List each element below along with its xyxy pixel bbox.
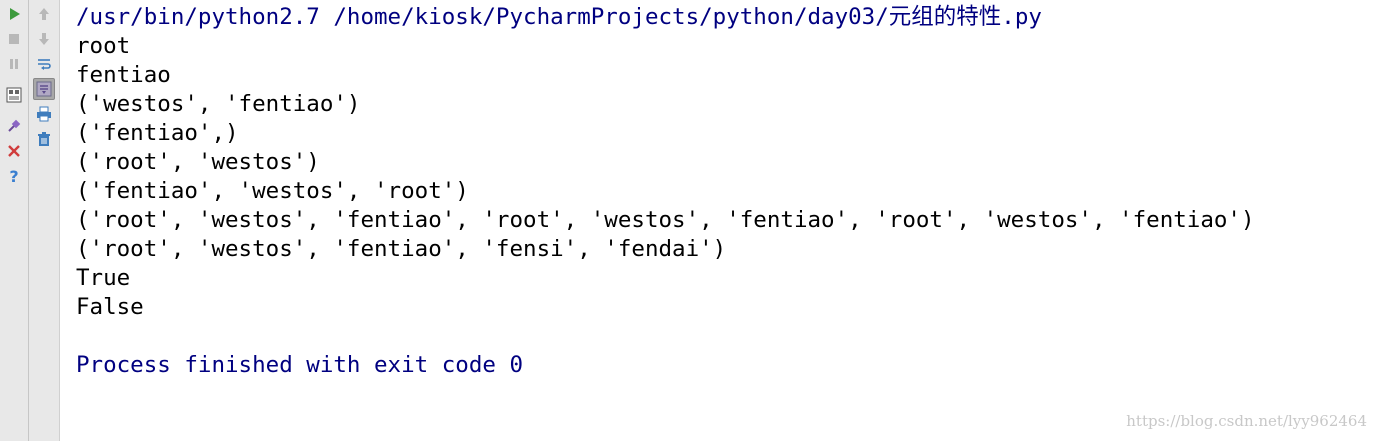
console-output-line: ('root', 'westos'): [76, 149, 320, 175]
console-output-line: ('root', 'westos', 'fentiao', 'root', 'w…: [76, 207, 1255, 233]
console-command-line[interactable]: /usr/bin/python2.7 /home/kiosk/PycharmPr…: [76, 4, 1042, 30]
run-icon[interactable]: [3, 3, 25, 25]
up-arrow-icon[interactable]: [33, 3, 55, 25]
console-blank-line: [76, 322, 1378, 351]
svg-text:?: ?: [9, 168, 18, 184]
down-arrow-icon[interactable]: [33, 28, 55, 50]
scroll-to-end-icon[interactable]: [33, 78, 55, 100]
console-output-line: root: [76, 33, 131, 59]
console-output-line: True: [76, 265, 131, 291]
help-icon[interactable]: ?: [3, 165, 25, 187]
console-output-line: fentiao: [76, 62, 171, 88]
console-output-line: False: [76, 294, 144, 320]
process-finished-message: Process finished with exit code 0: [76, 352, 524, 378]
layout-icon[interactable]: [3, 84, 25, 106]
watermark-text: https://blog.csdn.net/lyy962464: [1126, 412, 1367, 430]
stop-icon[interactable]: [3, 28, 25, 50]
console-output[interactable]: /usr/bin/python2.7 /home/kiosk/PycharmPr…: [76, 3, 1378, 380]
console-output-line: ('westos', 'fentiao'): [76, 91, 361, 117]
soft-wrap-icon[interactable]: [33, 53, 55, 75]
pause-icon[interactable]: [3, 53, 25, 75]
console-output-line: ('fentiao',): [76, 120, 239, 146]
toolbar-edge: [59, 0, 60, 441]
toolbar-divider: [28, 0, 29, 441]
close-icon[interactable]: [3, 140, 25, 162]
trash-icon[interactable]: [33, 128, 55, 150]
console-output-line: ('root', 'westos', 'fentiao', 'fensi', '…: [76, 236, 727, 262]
run-toolbar: ?: [0, 0, 59, 441]
pin-icon[interactable]: [3, 115, 25, 137]
print-icon[interactable]: [33, 103, 55, 125]
console-output-line: ('fentiao', 'westos', 'root'): [76, 178, 469, 204]
